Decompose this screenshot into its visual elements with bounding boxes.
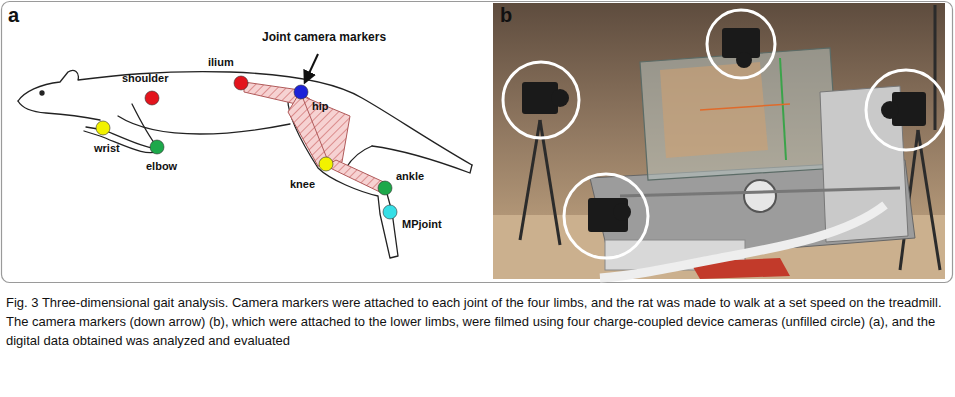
joint-label: elbow	[146, 160, 177, 172]
joint-markers	[96, 76, 397, 219]
joint-label: MPjoint	[402, 218, 442, 230]
joint-label: ilium	[208, 56, 234, 68]
joint-label: hip	[312, 100, 329, 112]
pointer-arrow	[305, 54, 318, 82]
apparatus-photo	[493, 3, 946, 279]
panel-letter: b	[500, 4, 512, 27]
annotation-label: Joint camera markers	[262, 30, 386, 44]
panel-letter: a	[8, 4, 19, 27]
joint-label: shoulder	[122, 72, 168, 84]
joint-label: wrist	[94, 142, 120, 154]
leg-muscles	[244, 82, 388, 194]
joint-label: ankle	[396, 170, 424, 182]
joint-label: knee	[290, 178, 315, 190]
figure-caption: Fig. 3 Three-dimensional gait analysis. …	[6, 293, 946, 350]
figure-frame	[2, 2, 953, 283]
rat-sketch	[18, 70, 472, 258]
